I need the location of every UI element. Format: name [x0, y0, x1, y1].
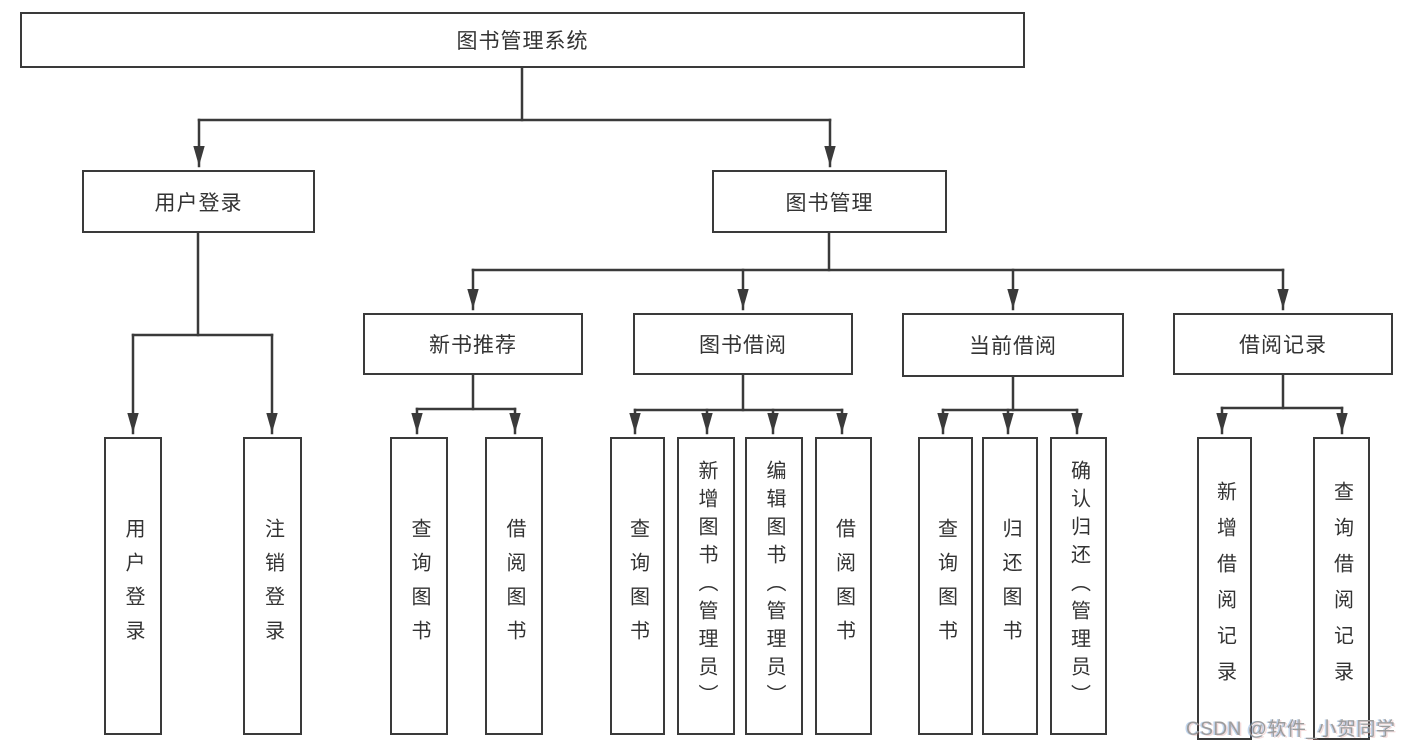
- node-new-books: 新书推荐: [363, 313, 583, 375]
- node-label: 当前借阅: [969, 335, 1057, 358]
- node-leaf-current-confirm-admin: 确认归还（管理员）: [1050, 437, 1107, 735]
- connector-current-borrow-children: [937, 375, 1083, 435]
- node-user-login: 用户登录: [82, 170, 315, 233]
- connector-borrow-records-children: [1216, 373, 1348, 435]
- node-leaf-newbook-query: 查询图书: [390, 437, 448, 735]
- node-label: 查询借阅记录: [1330, 480, 1353, 697]
- node-label: 借阅记录: [1239, 334, 1327, 357]
- node-leaf-user-login: 用户登录: [104, 437, 162, 735]
- connector-new-books-children: [411, 373, 521, 435]
- node-label: 借阅图书: [832, 518, 855, 654]
- node-label: 新增借阅记录: [1213, 480, 1236, 697]
- node-label: 编辑图书（管理员）: [763, 460, 785, 712]
- node-leaf-current-query: 查询图书: [918, 437, 973, 735]
- node-label: 查询图书: [934, 518, 957, 654]
- node-label: 注销登录: [261, 518, 284, 654]
- node-book-borrow: 图书借阅: [633, 313, 853, 375]
- node-borrow-records: 借阅记录: [1173, 313, 1393, 375]
- node-label: 图书管理: [785, 191, 874, 215]
- node-label: 查询图书: [626, 518, 649, 654]
- node-leaf-record-query: 查询借阅记录: [1313, 437, 1370, 740]
- node-leaf-borrow-borrow: 借阅图书: [815, 437, 872, 735]
- node-label: 图书管理系统: [456, 30, 589, 53]
- node-current-borrow: 当前借阅: [902, 313, 1124, 377]
- watermark: CSDN @软件_小贺同学: [1186, 719, 1396, 740]
- node-leaf-logout: 注销登录: [243, 437, 302, 735]
- node-label: 归还图书: [999, 518, 1021, 654]
- node-label: 确认归还（管理员）: [1067, 460, 1090, 712]
- node-label: 新书推荐: [429, 334, 517, 357]
- node-leaf-borrow-add-admin: 新增图书（管理员）: [677, 437, 735, 735]
- node-book-mgmt: 图书管理: [712, 170, 947, 233]
- connector-book-borrow-children: [629, 373, 848, 435]
- node-label: 借阅图书: [503, 518, 525, 654]
- node-leaf-borrow-edit-admin: 编辑图书（管理员）: [745, 437, 803, 735]
- connector-book-mgmt-children: [467, 231, 1289, 311]
- node-leaf-record-add: 新增借阅记录: [1197, 437, 1252, 740]
- node-label: 图书借阅: [699, 334, 787, 357]
- connector-root-children: [193, 66, 836, 168]
- node-label: 用户登录: [154, 191, 243, 215]
- node-leaf-current-return: 归还图书: [982, 437, 1038, 735]
- connector-user-login-children: [127, 231, 278, 435]
- node-label: 用户登录: [122, 518, 144, 654]
- node-label: 新增图书（管理员）: [695, 460, 717, 712]
- node-root: 图书管理系统: [20, 12, 1025, 68]
- node-label: 查询图书: [408, 518, 430, 654]
- node-leaf-newbook-borrow: 借阅图书: [485, 437, 543, 735]
- node-leaf-borrow-query: 查询图书: [610, 437, 665, 735]
